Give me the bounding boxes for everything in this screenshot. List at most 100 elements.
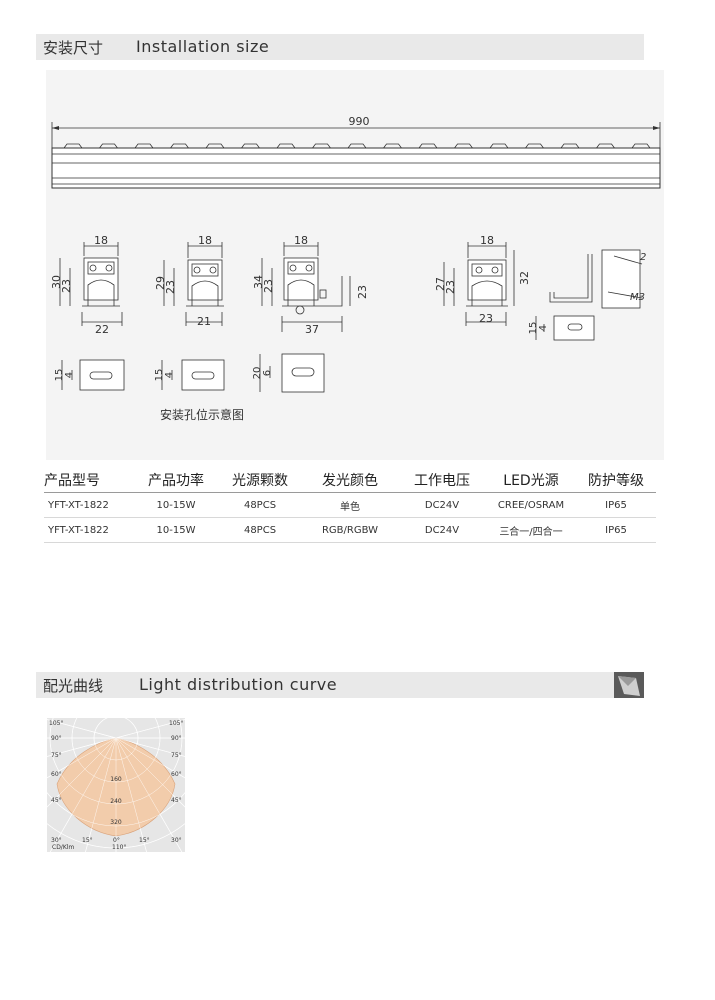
cell-color: 单色 [302, 492, 398, 518]
section-header-light-distribution: 配光曲线 Light distribution curve [36, 672, 644, 698]
polar-radial-label: 160 [110, 776, 122, 783]
dim-b3-height-inner: 23 [262, 279, 275, 293]
cell-color: RGB/RGBW [302, 517, 398, 543]
dim-overall-length: 990 [349, 115, 370, 128]
bracket-1 [59, 242, 123, 326]
polar-grid-spoke [47, 719, 117, 739]
bracket-3 [261, 242, 351, 332]
section-title-zh: 配光曲线 [43, 677, 104, 695]
polar-grid-spoke [115, 719, 185, 739]
led-notch [383, 143, 402, 149]
header-led-count: 光源颗数 [218, 468, 302, 493]
led-notch [99, 143, 118, 149]
led-notch [631, 143, 651, 149]
polar-left-label: 60° [51, 771, 62, 778]
dim-b2-width-bottom: 21 [197, 315, 211, 328]
cell-model: YFT-XT-1822 [44, 517, 134, 543]
led-notch [134, 143, 154, 149]
hole-diagram-2 [161, 359, 225, 391]
dim-b1-width-bottom: 22 [95, 323, 109, 336]
polar-grid-spoke [115, 737, 147, 852]
polar-right-label: 105° [169, 720, 183, 727]
led-notch [241, 143, 260, 149]
polar-grid-spoke [115, 737, 185, 757]
polar-grid-spoke [47, 737, 117, 779]
installation-drawing: 990 18 30 23 22 [46, 70, 664, 460]
led-notch [63, 143, 83, 149]
dim-b2-width-top: 18 [198, 234, 212, 247]
cell-led-source: CREE/OSRAM [486, 492, 576, 518]
dim-b4-width-top: 18 [480, 234, 494, 247]
dim-b1-height-total: 30 [50, 275, 63, 289]
dim-b3-side-height: 23 [356, 285, 369, 299]
polar-right-label: 75° [171, 752, 182, 759]
polar-right-label: 30° [171, 837, 182, 844]
polar-bottom-label: 0° [113, 837, 120, 844]
dim-b3-height-total: 34 [252, 275, 265, 289]
dim-b2-height-inner: 23 [164, 280, 177, 294]
dim-hole1-slot: 4 [64, 372, 75, 378]
dim-b2-height-total: 29 [154, 276, 167, 290]
polar-radial-label: 240 [110, 798, 122, 805]
dim-b4-height-inner: 23 [444, 280, 457, 294]
header-power: 产品功率 [134, 468, 218, 493]
polar-grid-spoke [47, 737, 117, 757]
cell-led-count: 48PCS [218, 517, 302, 543]
led-notch [454, 143, 473, 149]
polar-bottom-label: 15° [139, 837, 150, 844]
led-notch [312, 143, 331, 149]
led-notch [489, 143, 509, 149]
dim-b1-width-top: 18 [94, 234, 108, 247]
polar-grid-spoke [115, 737, 185, 808]
polar-right-label: 60° [171, 771, 182, 778]
led-notch [560, 143, 580, 149]
polar-grid-spoke [47, 737, 117, 808]
polar-beam-angle: 110° [112, 844, 127, 851]
dim-b1-height-inner: 23 [60, 279, 73, 293]
polar-left-label: 75° [51, 752, 62, 759]
dim-hole4-slot: 4 [538, 325, 549, 331]
header-ip-rating: 防护等级 [576, 468, 656, 493]
dim-side-thickness: 2 [640, 252, 646, 263]
section-title-en: Installation size [136, 37, 270, 56]
dim-b4-height-total: 27 [434, 277, 447, 291]
led-notch [418, 143, 438, 149]
cell-voltage: DC24V [398, 517, 486, 543]
hole-diagram-caption: 安装孔位示意图 [160, 408, 245, 422]
cell-model: YFT-XT-1822 [44, 492, 134, 518]
led-notch [276, 143, 296, 149]
polar-unit-label: CD/Klm [52, 844, 75, 851]
cell-ip-rating: IP65 [576, 517, 656, 543]
dim-b3-width-bottom: 37 [305, 323, 319, 336]
polar-grid-spoke [115, 737, 185, 779]
led-notch [596, 143, 615, 149]
polar-right-label: 90° [171, 735, 182, 742]
polar-radial-label: 320 [110, 819, 122, 826]
header-led-source: LED光源 [486, 468, 576, 493]
cell-ip-rating: IP65 [576, 492, 656, 518]
cell-led-source: 三合一/四合一 [486, 517, 576, 543]
cell-led-count: 48PCS [218, 492, 302, 518]
led-notch [205, 143, 225, 149]
header-voltage: 工作电压 [398, 468, 486, 493]
polar-bottom-label: 15° [82, 837, 93, 844]
bracket-2 [163, 242, 224, 326]
dim-hole1-height: 15 [54, 369, 65, 382]
table-row: YFT-XT-1822 10-15W 48PCS 单色 DC24V CREE/O… [44, 492, 656, 518]
dim-b3-width-top: 18 [294, 234, 308, 247]
led-notch [347, 143, 367, 149]
cell-voltage: DC24V [398, 492, 486, 518]
bracket-4 [443, 242, 515, 326]
polar-left-label: 90° [51, 735, 62, 742]
led-notch [525, 143, 544, 149]
section-title-en: Light distribution curve [139, 675, 338, 694]
spec-table: 产品型号 产品功率 光源颗数 发光颜色 工作电压 LED光源 防护等级 YFT-… [44, 468, 656, 543]
corner-logo-icon [614, 672, 644, 698]
polar-left-label: 30° [51, 837, 62, 844]
dim-b4-side-height: 32 [518, 271, 531, 285]
cell-power: 10-15W [134, 492, 218, 518]
dim-hole2-slot: 4 [164, 372, 175, 378]
dim-hole2-height: 15 [154, 369, 165, 382]
light-distribution-diagram: 105° 90° 75° 60° 45° 30° 105° 90° 75° 60… [47, 718, 185, 852]
spec-table-header-row: 产品型号 产品功率 光源颗数 发光颜色 工作电压 LED光源 防护等级 [44, 468, 656, 493]
